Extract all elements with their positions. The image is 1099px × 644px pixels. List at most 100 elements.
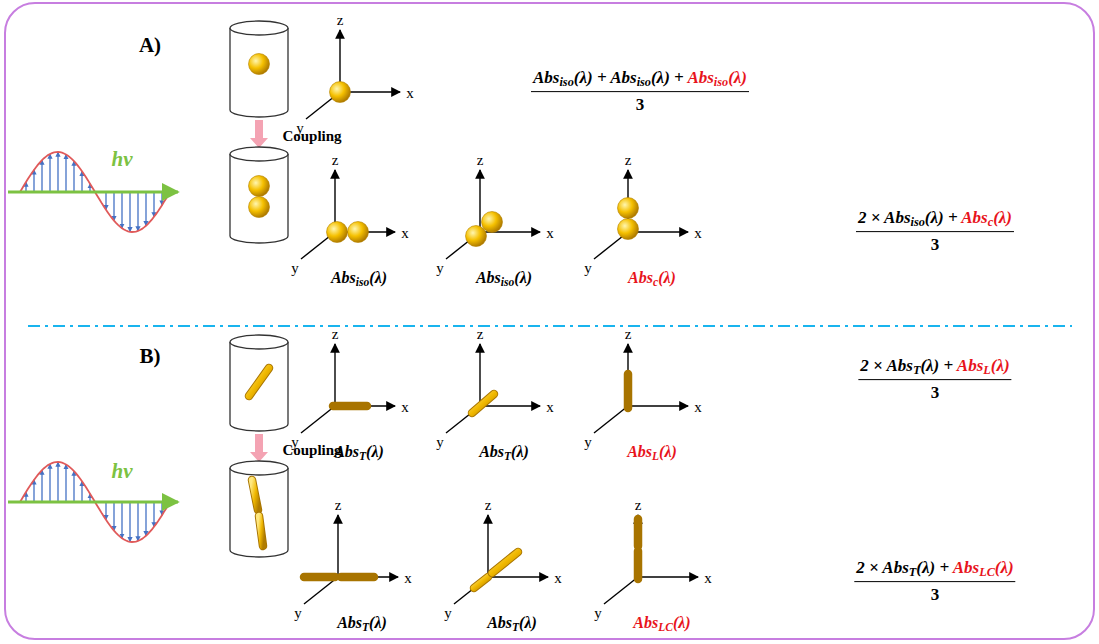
field-arrow: [129, 192, 130, 232]
frame: [5, 3, 1094, 639]
field-arrow: [153, 502, 154, 527]
fraction-bar: [531, 92, 749, 93]
fraction: 2 × AbsT(λ) + AbsL(λ)3: [858, 356, 1011, 404]
x-axis: [638, 576, 698, 577]
gold-rod: [625, 374, 632, 408]
fraction-bar: [856, 232, 1014, 233]
z-axis: [337, 515, 338, 577]
axis-label: y: [436, 260, 444, 277]
axis-label: z: [485, 497, 492, 514]
axis-label: x: [546, 399, 554, 416]
z-axis: [479, 344, 480, 406]
gold-sphere: [327, 222, 348, 243]
axis-label: y: [584, 260, 592, 277]
axis-label: x: [704, 570, 712, 587]
field-arrow: [33, 170, 34, 192]
formula-denominator: 3: [636, 96, 645, 116]
gold-rod: [472, 394, 494, 413]
cuvette: [230, 154, 288, 243]
gold-rod: [341, 573, 374, 582]
y-axis: [454, 577, 488, 604]
axis-label: y: [291, 260, 299, 277]
field-arrow: [41, 160, 42, 192]
gold-rod: [635, 551, 642, 579]
axis-label: z: [477, 152, 484, 169]
gold-rod: [304, 573, 335, 582]
axis-label: y: [296, 120, 304, 137]
divider: [28, 325, 1072, 327]
field-arrow: [57, 152, 58, 192]
field-arrow: [129, 502, 130, 542]
field-arrow: [65, 155, 66, 192]
axis-label: x: [404, 570, 412, 587]
gold-sphere: [618, 219, 639, 240]
gold-sphere: [330, 82, 351, 103]
absorbance-label: AbsLC(λ): [633, 614, 690, 632]
y-axis: [604, 577, 638, 604]
photon-label: hν: [112, 460, 133, 483]
field-arrow: [145, 502, 146, 536]
axis-label: x: [406, 85, 414, 102]
y-axis: [304, 577, 338, 604]
cuvette: [230, 28, 288, 117]
photon-label: hν: [112, 148, 133, 171]
cuvette: [230, 468, 288, 557]
z-axis: [487, 515, 488, 577]
axis-label: y: [594, 605, 602, 622]
field-arrow: [81, 481, 82, 502]
gold-rod: [634, 551, 643, 579]
formula-denominator: 3: [931, 586, 940, 606]
gold-rod: [249, 368, 269, 396]
x-axis: [480, 405, 540, 406]
gold-sphere: [249, 54, 270, 75]
gold-sphere: [249, 176, 270, 197]
field-arrow: [57, 462, 58, 502]
gold-rod: [492, 552, 518, 573]
field-arrow: [41, 470, 42, 502]
cuvette-top: [230, 461, 288, 475]
gold-rod: [333, 403, 367, 410]
absorbance-label: AbsL(λ): [627, 443, 677, 461]
fraction: 2 × AbsT(λ) + AbsLC(λ)3: [854, 558, 1015, 606]
axis-label: z: [332, 326, 339, 343]
axis-label: z: [337, 12, 344, 29]
y-axis: [301, 406, 335, 433]
gold-rod: [474, 577, 488, 588]
field-arrow: [49, 464, 50, 502]
x-axis: [338, 576, 398, 577]
gold-rod: [252, 480, 258, 510]
gold-rod: [624, 374, 633, 408]
axis-label: x: [554, 570, 562, 587]
x-axis: [488, 576, 548, 577]
cuvette: [230, 342, 288, 431]
axis-label: x: [401, 399, 409, 416]
gold-rod: [333, 402, 367, 411]
formula-denominator: 3: [931, 236, 940, 256]
absorbance-label: AbsT(λ): [479, 443, 529, 461]
axis-label: z: [477, 326, 484, 343]
field-arrow: [49, 154, 50, 192]
axis-label: z: [625, 326, 632, 343]
axis-label: y: [436, 434, 444, 451]
field-arrow: [137, 192, 138, 231]
gold-rod: [249, 368, 269, 396]
z-axis: [334, 344, 335, 406]
axis-label: x: [694, 399, 702, 416]
axis-label: x: [694, 225, 702, 242]
absorbance-label: AbsT(λ): [487, 614, 537, 632]
axis-label: y: [444, 605, 452, 622]
propagation-arrow: [8, 501, 178, 504]
formula-denominator: 3: [931, 384, 940, 404]
absorbance-label: AbsT(λ): [334, 443, 384, 461]
axis-label: y: [584, 434, 592, 451]
gold-rod: [492, 552, 518, 573]
axis-label: y: [294, 605, 302, 622]
gold-rod: [341, 574, 374, 581]
gold-rod: [472, 394, 494, 413]
cuvette-top: [230, 147, 288, 161]
formula-numerator: Absiso(λ) + Absiso(λ) + Absiso(λ): [531, 68, 749, 88]
absorbance-label: AbsT(λ): [337, 614, 387, 632]
field-arrow: [145, 192, 146, 226]
